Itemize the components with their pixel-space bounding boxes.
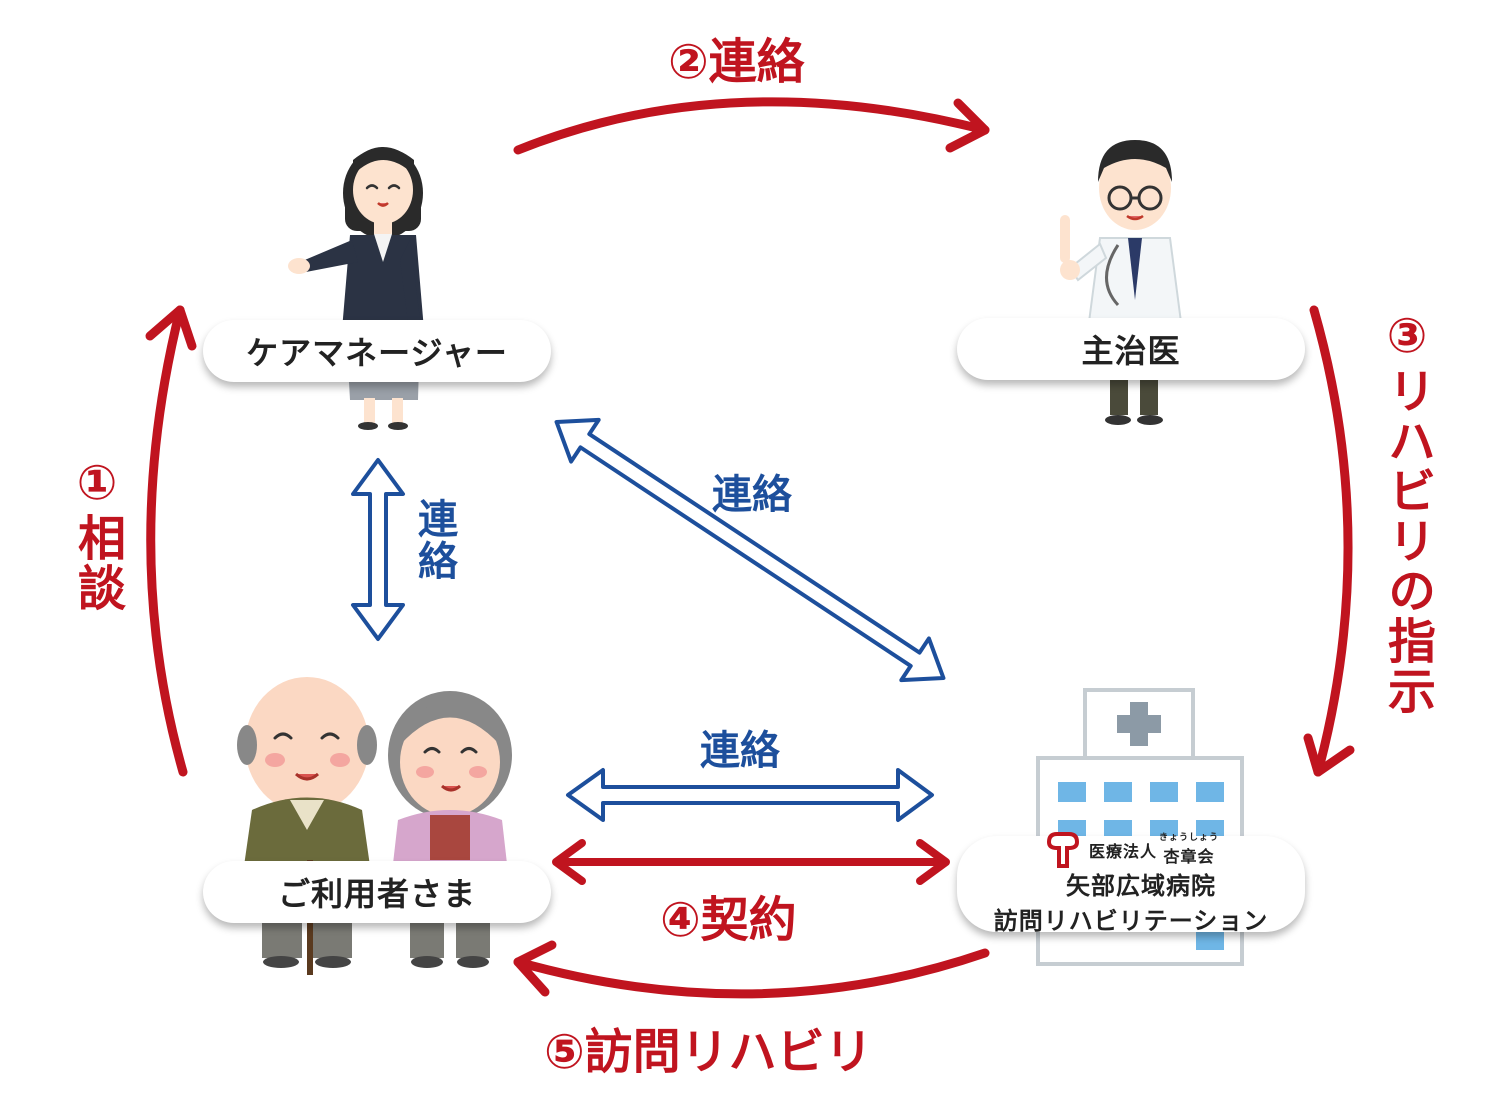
hospital-org-name: 杏章会 xyxy=(1163,846,1215,866)
link-label-cm-hospital: 連絡 xyxy=(712,472,792,518)
arrow-step3 xyxy=(1309,305,1353,777)
node-user: ご利用者さま xyxy=(203,861,551,923)
step3-label: ③リハビリの指示 xyxy=(1372,308,1442,716)
node-doctor-label: 主治医 xyxy=(1081,332,1181,370)
arrow-step4-head-right xyxy=(916,839,950,885)
hospital-logo-icon xyxy=(1046,832,1079,868)
hospital-org-line: 医療法人 きょうしょう 杏章会 xyxy=(1043,832,1219,868)
elderly-couple-icon xyxy=(237,677,512,975)
hospital-org-ruby: きょうしょう xyxy=(1159,832,1220,843)
step1-label: ①相談 xyxy=(62,455,132,613)
link-arrow-user-hospital xyxy=(566,768,934,822)
node-user-label: ご利用者さま xyxy=(277,875,476,913)
link-arrow-cm-hospital xyxy=(554,417,946,683)
step5-number: ⑤ xyxy=(544,1024,585,1080)
arrow-step2 xyxy=(513,97,990,155)
hospital-name: 矢部広域病院 xyxy=(1066,872,1216,900)
step3-number: ③ xyxy=(1379,308,1435,366)
step5-label: ⑤訪問リハビリ xyxy=(544,1012,873,1082)
arrow-step4-head-left xyxy=(552,839,586,885)
step1-text: 相談 xyxy=(69,513,125,613)
node-care-manager: ケアマネージャー xyxy=(203,320,551,382)
step4-number: ④ xyxy=(660,892,701,948)
step3-text: リハビリの指示 xyxy=(1379,366,1435,716)
node-doctor: 主治医 xyxy=(957,318,1305,380)
step4-label: ④契約 xyxy=(660,880,797,950)
node-hospital: 医療法人 きょうしょう 杏章会 矢部広域病院 訪問リハビリテーション xyxy=(957,832,1305,935)
step4-text: 契約 xyxy=(700,892,797,948)
step2-label: ②連絡 xyxy=(668,22,805,92)
hospital-org-prefix: 医療法人 xyxy=(1088,842,1157,861)
arrow-step3-head xyxy=(1303,733,1355,777)
link-arrow-cm-user xyxy=(351,458,405,641)
step2-text: 連絡 xyxy=(708,34,805,90)
arrow-step5-head xyxy=(513,940,557,997)
node-care-manager-label: ケアマネージャー xyxy=(246,334,508,372)
care-manager-woman-icon xyxy=(288,147,424,430)
doctor-icon xyxy=(1060,140,1186,425)
link-label-cm-user: 連絡 xyxy=(411,498,457,582)
link-label-user-hospital: 連絡 xyxy=(700,728,780,774)
arrow-step1-head xyxy=(145,305,197,351)
step1-number: ① xyxy=(69,455,125,513)
arrow-step1 xyxy=(146,305,188,777)
step2-number: ② xyxy=(668,34,709,90)
hospital-service-name: 訪問リハビリテーション xyxy=(993,907,1269,935)
arrow-step5 xyxy=(513,948,990,999)
step5-text: 訪問リハビリ xyxy=(584,1024,873,1080)
arrow-step2-head xyxy=(945,98,990,153)
